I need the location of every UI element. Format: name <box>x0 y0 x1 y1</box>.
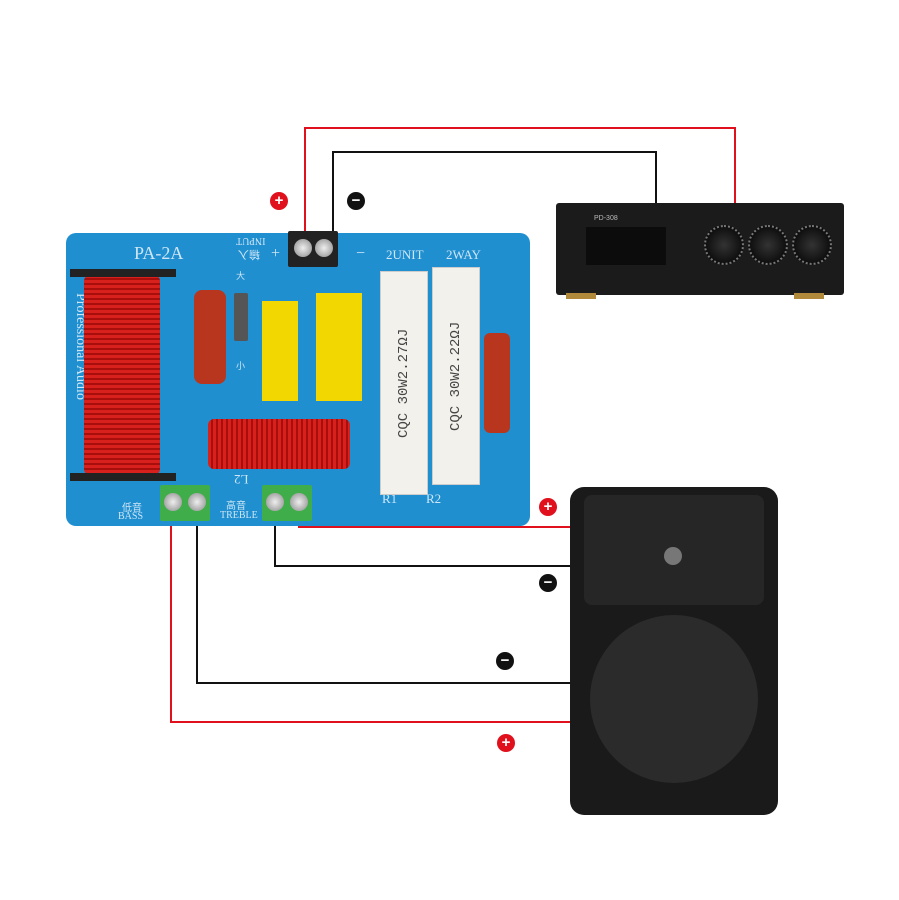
mic-knob[interactable] <box>792 225 832 265</box>
l2-label: L2 <box>234 472 249 487</box>
input-positive-wire <box>304 127 736 240</box>
echo-knob[interactable] <box>748 225 788 265</box>
input-plus: + <box>271 245 281 262</box>
yellow-capacitor <box>316 293 362 401</box>
r2-label: R2 <box>426 491 442 506</box>
inductor-bobbin <box>70 269 176 277</box>
treble-negative-sign: − <box>539 574 557 592</box>
treble-inductor <box>208 419 350 469</box>
resistor-r2: CQC 30W2.22ΩJ <box>432 267 480 485</box>
slide-switch <box>234 293 248 341</box>
bass-negative-wire <box>196 512 645 684</box>
volume-knob[interactable] <box>704 225 744 265</box>
input-cn-label: 输入 <box>238 248 260 260</box>
capacitor <box>484 333 510 433</box>
amplifier-foot <box>566 293 596 299</box>
board-model: PA-2A <box>134 243 184 263</box>
yellow-capacitor <box>262 301 298 401</box>
bass-positive-sign: + <box>497 734 515 752</box>
treble-positive-sign: + <box>539 498 557 516</box>
input-terminal[interactable] <box>288 231 338 267</box>
treble-en: TREBLE <box>220 510 258 521</box>
speaker <box>570 487 778 815</box>
treble-terminal[interactable] <box>262 485 312 521</box>
way-label: 2WAY <box>446 247 481 262</box>
treble-cn: 高音 <box>226 501 246 512</box>
input-negative-sign: − <box>347 192 365 210</box>
input-minus: − <box>356 245 366 262</box>
bass-negative-sign: − <box>496 652 514 670</box>
bass-inductor <box>84 275 160 475</box>
bass-en: BASS <box>118 511 144 522</box>
input-negative-wire <box>332 151 657 240</box>
units-label: 2UNIT <box>386 247 424 262</box>
treble-negative-wire <box>274 512 650 567</box>
woofer <box>590 615 758 783</box>
resistor-r1: CQC 30W2.27ΩJ <box>380 271 428 495</box>
input-positive-sign: + <box>270 192 288 210</box>
amplifier: PD-308 <box>556 203 844 299</box>
amplifier-model: PD-308 <box>594 215 618 222</box>
input-label: INPUT <box>236 235 266 246</box>
amplifier-display <box>586 227 666 265</box>
crossover-board: PA-2A INPUT 输入 + − 2UNIT 2WAY Profession… <box>66 231 530 526</box>
switch-big: 大 <box>236 271 246 281</box>
inductor-bobbin <box>70 473 176 481</box>
amplifier-foot <box>794 293 824 299</box>
tweeter <box>664 547 682 565</box>
bass-terminal[interactable] <box>160 485 210 521</box>
bass-cn: 低音 <box>122 503 142 514</box>
capacitor <box>194 290 226 384</box>
switch-small: 小 <box>236 361 246 371</box>
bass-positive-wire <box>170 512 645 723</box>
